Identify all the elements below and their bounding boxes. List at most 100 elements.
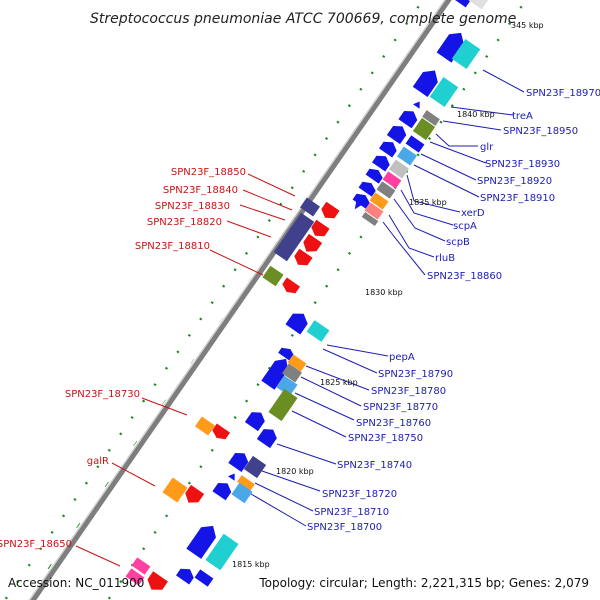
gene[interactable] xyxy=(382,171,402,189)
gene[interactable] xyxy=(389,159,409,179)
gene[interactable] xyxy=(412,65,443,97)
gene-label[interactable]: SPN23F_18650 xyxy=(0,539,72,550)
position-label: 1840 kbp xyxy=(457,110,495,119)
gene-label[interactable]: rluB xyxy=(435,253,455,264)
gene-label[interactable]: SPN23F_18920 xyxy=(477,176,552,187)
genome-backbone xyxy=(30,0,452,600)
gene-label[interactable]: scpB xyxy=(446,237,470,248)
gene-label[interactable]: glr xyxy=(480,142,494,153)
gene[interactable] xyxy=(125,568,145,586)
gene[interactable] xyxy=(379,138,400,158)
gene[interactable] xyxy=(422,110,440,126)
genome-title: Streptococcus pneumoniae ATCC 700669, co… xyxy=(90,11,516,27)
gene[interactable] xyxy=(262,265,284,287)
gene[interactable] xyxy=(228,449,251,472)
gene[interactable] xyxy=(436,28,469,63)
gene[interactable] xyxy=(285,309,311,335)
gene-label[interactable]: xerD xyxy=(461,208,485,219)
gene-label[interactable]: SPN23F_18820 xyxy=(147,217,222,228)
forward-gene-labels: SPN23F_18970 treA SPN23F_18950 glr SPN23… xyxy=(307,88,600,533)
gene-label[interactable]: treA xyxy=(512,111,533,122)
gene[interactable] xyxy=(261,354,292,390)
gene-label[interactable]: SPN23F_18720 xyxy=(322,489,397,500)
gene-label[interactable]: SPN23F_18740 xyxy=(337,460,412,471)
gene-label[interactable]: SPN23F_18790 xyxy=(378,369,453,380)
gene-label[interactable]: SPN23F_18840 xyxy=(163,185,238,196)
gene-label[interactable]: SPN23F_18860 xyxy=(427,271,502,282)
gene[interactable] xyxy=(244,408,268,432)
gene-label[interactable]: SPN23F_18710 xyxy=(314,507,389,518)
gene[interactable] xyxy=(308,219,330,241)
gene-label[interactable]: scpA xyxy=(453,221,477,232)
position-label: 1815 kbp xyxy=(232,560,270,569)
gene[interactable] xyxy=(300,197,320,217)
gene[interactable] xyxy=(358,179,378,197)
gene[interactable] xyxy=(131,557,151,575)
gene-label[interactable]: galR xyxy=(87,456,109,467)
gene[interactable] xyxy=(369,192,389,210)
gene[interactable] xyxy=(429,77,459,107)
gene[interactable] xyxy=(228,471,238,481)
gene[interactable] xyxy=(351,199,364,212)
reverse-gene-labels: SPN23F_18850 SPN23F_18840 SPN23F_18830 S… xyxy=(0,167,246,550)
gene-label[interactable]: SPN23F_18830 xyxy=(155,201,230,212)
gene-label[interactable]: SPN23F_18930 xyxy=(485,159,560,170)
gene-label[interactable]: pepA xyxy=(389,352,415,363)
gene-label[interactable]: SPN23F_18760 xyxy=(356,418,431,429)
gene[interactable] xyxy=(162,477,188,503)
gene[interactable] xyxy=(210,423,230,443)
gene[interactable] xyxy=(413,99,423,109)
reverse-genes xyxy=(125,197,364,594)
gene[interactable] xyxy=(268,388,298,422)
gene[interactable] xyxy=(386,122,409,145)
gene-label[interactable]: SPN23F_18950 xyxy=(503,126,578,137)
gene-label[interactable]: SPN23F_18770 xyxy=(363,402,438,413)
gene[interactable] xyxy=(186,521,220,559)
gene[interactable] xyxy=(372,152,393,172)
gene[interactable] xyxy=(276,375,298,397)
topology-label: Topology: circular; Length: 2,221,315 bp… xyxy=(258,576,589,590)
gene[interactable] xyxy=(237,475,255,491)
gene[interactable] xyxy=(405,135,425,153)
gene[interactable] xyxy=(318,201,340,223)
gene[interactable] xyxy=(451,39,481,69)
gene-label[interactable]: SPN23F_18780 xyxy=(371,386,446,397)
gene[interactable] xyxy=(243,455,267,479)
gene-label[interactable]: SPN23F_18700 xyxy=(307,522,382,533)
gene-label[interactable]: SPN23F_18750 xyxy=(348,433,423,444)
gene[interactable] xyxy=(280,277,300,297)
gene[interactable] xyxy=(376,181,396,199)
gene[interactable] xyxy=(412,117,436,141)
accession-label: Accession: NC_011900 xyxy=(8,576,144,590)
gene-label[interactable]: SPN23F_18850 xyxy=(171,167,246,178)
gene[interactable] xyxy=(397,146,417,166)
gene[interactable] xyxy=(466,0,494,10)
gene-label[interactable]: SPN23F_18910 xyxy=(480,193,555,204)
forward-leader-lines xyxy=(250,69,525,527)
gene[interactable] xyxy=(364,202,384,220)
gene[interactable] xyxy=(352,191,372,209)
gene[interactable] xyxy=(398,107,420,129)
gene[interactable] xyxy=(195,416,215,436)
gene[interactable] xyxy=(273,212,315,262)
gene[interactable] xyxy=(231,482,253,504)
gene[interactable] xyxy=(205,533,239,571)
gene[interactable] xyxy=(300,233,323,256)
gene[interactable] xyxy=(291,248,313,270)
gene[interactable] xyxy=(182,484,205,507)
gene[interactable] xyxy=(144,571,168,594)
gene-label[interactable]: SPN23F_18970 xyxy=(526,88,600,99)
gene[interactable] xyxy=(306,320,330,342)
gene[interactable] xyxy=(287,354,307,372)
gene[interactable] xyxy=(194,569,214,587)
gene-label[interactable]: SPN23F_18730 xyxy=(65,389,140,400)
gene-label[interactable]: SPN23F_18810 xyxy=(135,241,210,252)
gene[interactable] xyxy=(176,565,197,585)
gene[interactable] xyxy=(361,211,379,227)
reverse-leader-lines xyxy=(75,173,296,567)
gene[interactable] xyxy=(282,363,302,383)
gene[interactable] xyxy=(212,479,234,501)
position-label: 345 kbp xyxy=(511,21,544,30)
gene[interactable] xyxy=(365,166,385,184)
gene[interactable] xyxy=(256,425,280,449)
